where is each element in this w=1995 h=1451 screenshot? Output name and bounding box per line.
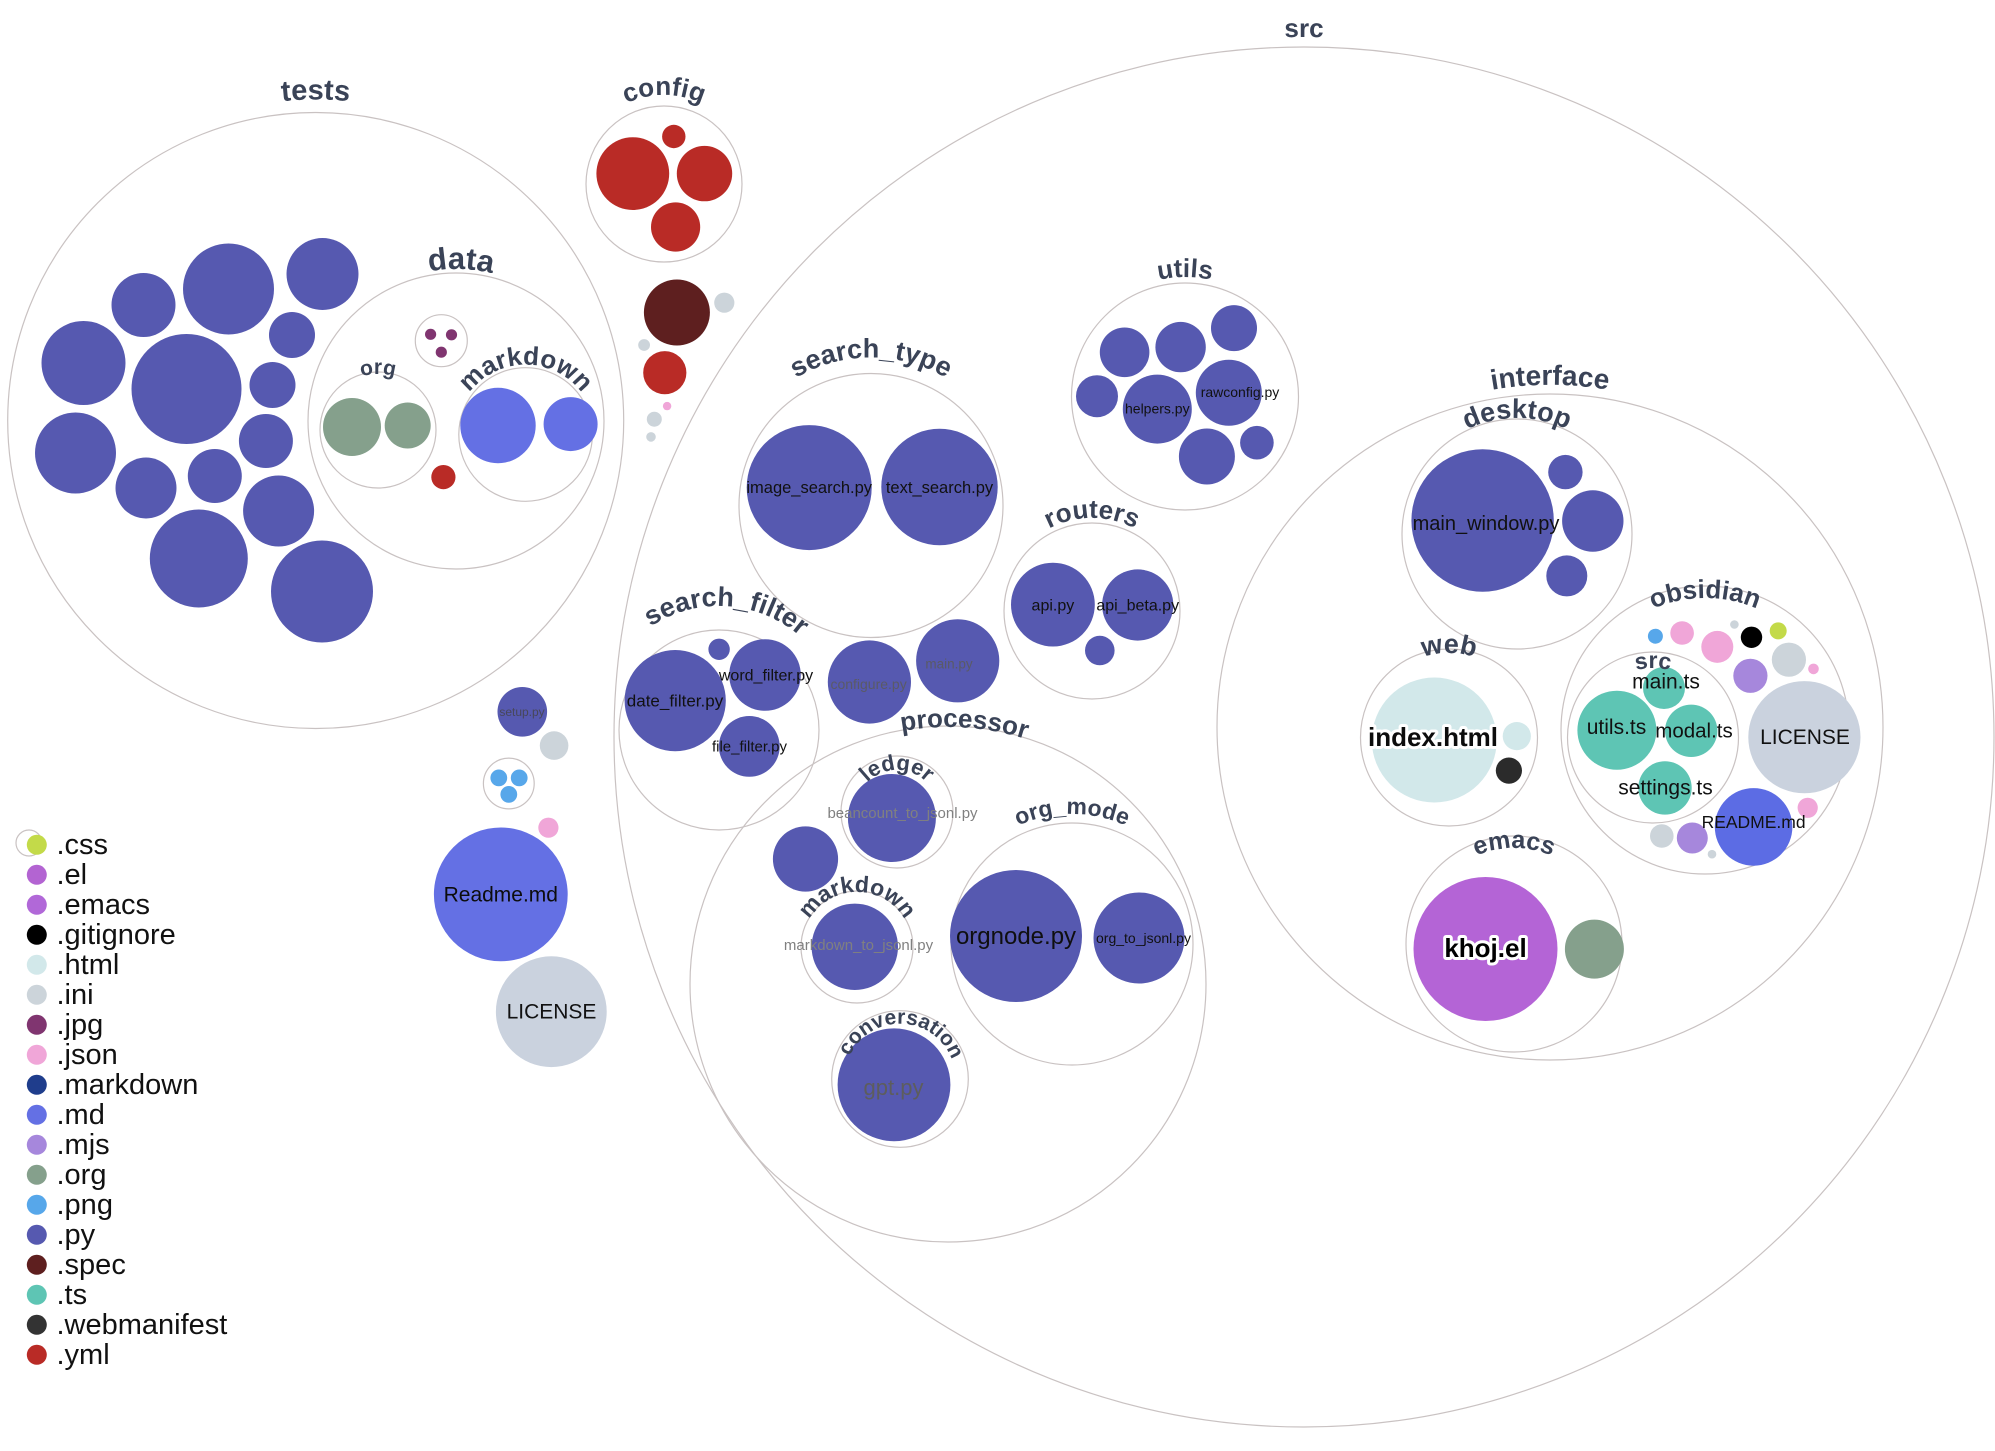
svg-text:.org: .org xyxy=(57,1159,107,1191)
svg-text:config: config xyxy=(618,71,710,109)
svg-text:routers: routers xyxy=(1039,494,1145,534)
svg-text:main_window.py: main_window.py xyxy=(1413,513,1560,535)
svg-text:.png: .png xyxy=(57,1189,113,1221)
svg-text:.html: .html xyxy=(57,949,120,981)
svg-text:.ini: .ini xyxy=(57,979,94,1011)
svg-text:main.py: main.py xyxy=(925,657,973,672)
svg-text:tests: tests xyxy=(280,74,352,108)
svg-text:rawconfig.py: rawconfig.py xyxy=(1201,384,1280,400)
svg-text:org: org xyxy=(358,356,398,381)
svg-text:LICENSE: LICENSE xyxy=(507,1001,597,1024)
svg-text:api_beta.py: api_beta.py xyxy=(1096,598,1179,615)
svg-text:.gitignore: .gitignore xyxy=(57,919,176,951)
svg-text:desktop: desktop xyxy=(1458,394,1576,435)
svg-text:search_filter: search_filter xyxy=(638,582,815,641)
svg-text:.json: .json xyxy=(57,1039,118,1071)
svg-text:org_mode: org_mode xyxy=(1010,793,1133,830)
svg-text:word_filter.py: word_filter.py xyxy=(718,668,813,685)
svg-text:.markdown: .markdown xyxy=(57,1069,199,1101)
svg-text:setup.py: setup.py xyxy=(499,705,544,719)
svg-text:emacs: emacs xyxy=(1469,826,1559,862)
svg-text:utils.ts: utils.ts xyxy=(1587,716,1647,739)
svg-text:index.html: index.html xyxy=(1368,722,1498,752)
svg-text:main.ts: main.ts xyxy=(1632,671,1700,694)
svg-text:search_type: search_type xyxy=(785,333,958,383)
svg-text:utils: utils xyxy=(1155,253,1216,286)
svg-text:web: web xyxy=(1418,629,1480,663)
svg-text:settings.ts: settings.ts xyxy=(1618,777,1713,800)
svg-text:processor: processor xyxy=(898,703,1033,745)
svg-text:Readme.md: Readme.md xyxy=(444,884,558,907)
svg-text:.emacs: .emacs xyxy=(57,889,150,921)
svg-text:khoj.el: khoj.el xyxy=(1444,933,1526,963)
svg-text:obsidian: obsidian xyxy=(1645,574,1765,614)
svg-text:src: src xyxy=(1633,647,1674,675)
svg-text:image_search.py: image_search.py xyxy=(746,479,872,497)
svg-text:text_search.py: text_search.py xyxy=(886,479,994,497)
svg-text:orgnode.py: orgnode.py xyxy=(956,923,1076,950)
svg-text:LICENSE: LICENSE xyxy=(1760,726,1850,749)
svg-text:helpers.py: helpers.py xyxy=(1125,401,1190,417)
svg-text:date_filter.py: date_filter.py xyxy=(627,692,724,711)
svg-text:.py: .py xyxy=(57,1219,96,1251)
svg-text:api.py: api.py xyxy=(1032,598,1075,615)
svg-text:.ts: .ts xyxy=(57,1279,88,1311)
svg-text:file_filter.py: file_filter.py xyxy=(712,739,788,756)
svg-text:src: src xyxy=(1284,13,1324,43)
svg-text:.webmanifest: .webmanifest xyxy=(57,1309,228,1341)
svg-text:org_to_jsonl.py: org_to_jsonl.py xyxy=(1096,930,1191,946)
svg-text:.mjs: .mjs xyxy=(57,1129,110,1161)
svg-text:gpt.py: gpt.py xyxy=(864,1075,924,1100)
svg-text:.spec: .spec xyxy=(57,1249,126,1281)
svg-text:.jpg: .jpg xyxy=(57,1009,104,1041)
svg-text:beancount_to_jsonl.py: beancount_to_jsonl.py xyxy=(827,805,978,822)
svg-text:.md: .md xyxy=(57,1099,105,1131)
svg-text:markdown_to_jsonl.py: markdown_to_jsonl.py xyxy=(784,937,934,954)
svg-text:.css: .css xyxy=(57,829,109,861)
svg-text:data: data xyxy=(426,241,498,280)
svg-text:interface: interface xyxy=(1488,360,1612,396)
svg-text:.el: .el xyxy=(57,859,88,891)
svg-text:README.md: README.md xyxy=(1702,812,1806,832)
svg-text:markdown: markdown xyxy=(452,340,599,396)
svg-text:.yml: .yml xyxy=(57,1339,110,1371)
svg-text:configure.py: configure.py xyxy=(830,676,906,692)
svg-text:modal.ts: modal.ts xyxy=(1655,720,1732,743)
